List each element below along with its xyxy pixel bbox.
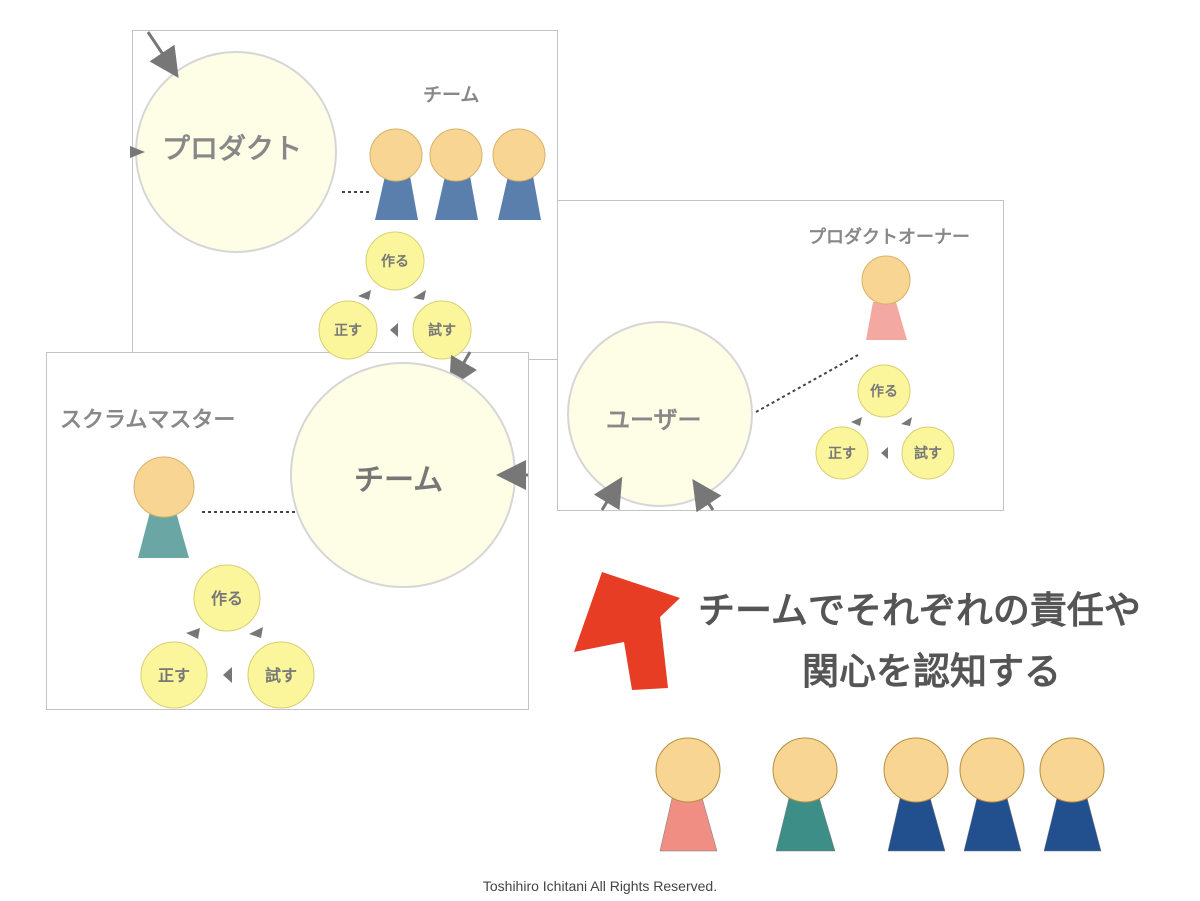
message-line-1: チームでそれぞれの責任や xyxy=(698,589,1141,632)
try-label: 試す xyxy=(914,445,942,462)
try-circle xyxy=(901,426,955,480)
make-circle xyxy=(193,564,261,632)
product-owner-heading: プロダクトオーナー xyxy=(808,227,970,248)
team-heading: チーム xyxy=(423,84,480,106)
dotted-connector xyxy=(755,354,859,413)
team-member xyxy=(369,128,423,220)
red-arrow-icon xyxy=(574,572,680,690)
make-label: 作る xyxy=(381,253,409,270)
team-member xyxy=(429,128,483,220)
copyright-footer: Toshihiro Ichitani All Rights Reserved. xyxy=(482,878,718,894)
product-title: プロダクト xyxy=(162,132,303,165)
connector-line xyxy=(692,479,722,513)
try-circle xyxy=(412,300,472,360)
try-label: 試す xyxy=(265,666,297,685)
fix-circle xyxy=(140,641,208,709)
fix-label: 正す xyxy=(828,446,856,462)
person-figure-dev xyxy=(883,737,949,852)
connector-line xyxy=(146,31,179,78)
person-figure-po xyxy=(655,737,721,852)
cycle-arrow-icon xyxy=(223,667,232,683)
make-label: 作る xyxy=(211,589,243,608)
cycle-arrow-icon xyxy=(249,627,263,638)
fix-label: 正す xyxy=(158,666,190,685)
make-circle xyxy=(365,231,425,291)
connector-line xyxy=(593,476,623,511)
cycle-arrow-icon xyxy=(881,447,888,459)
cycle-arrow-icon xyxy=(390,323,398,337)
try-circle xyxy=(247,641,315,709)
user-title: ユーザー xyxy=(606,406,702,434)
cycle-arrow-icon xyxy=(413,290,426,300)
person-figure-dev xyxy=(959,737,1025,852)
cycle-arrow-icon xyxy=(358,290,371,300)
team-member xyxy=(492,128,546,220)
fix-label: 正す xyxy=(334,323,362,339)
message-line-2: 関心を認知する xyxy=(802,650,1061,693)
cycle-arrow-icon xyxy=(186,628,200,639)
person-figure-dev xyxy=(1039,737,1105,852)
try-label: 試す xyxy=(428,322,456,339)
person-figure-sm xyxy=(772,737,838,852)
make-circle xyxy=(857,364,911,418)
make-label: 作る xyxy=(870,383,898,400)
scrum-master-heading: スクラムマスター xyxy=(60,408,236,433)
fix-circle xyxy=(815,426,869,480)
user-circle xyxy=(567,321,753,507)
product-owner-figure xyxy=(861,255,911,340)
scrum-master-figure xyxy=(133,456,195,558)
team-title: チーム xyxy=(354,463,444,498)
arrow-head-icon xyxy=(130,146,145,158)
connector-line xyxy=(449,351,477,389)
fix-circle xyxy=(318,300,378,360)
cycle-arrow-icon xyxy=(901,417,912,426)
cycle-arrow-icon xyxy=(851,417,862,426)
